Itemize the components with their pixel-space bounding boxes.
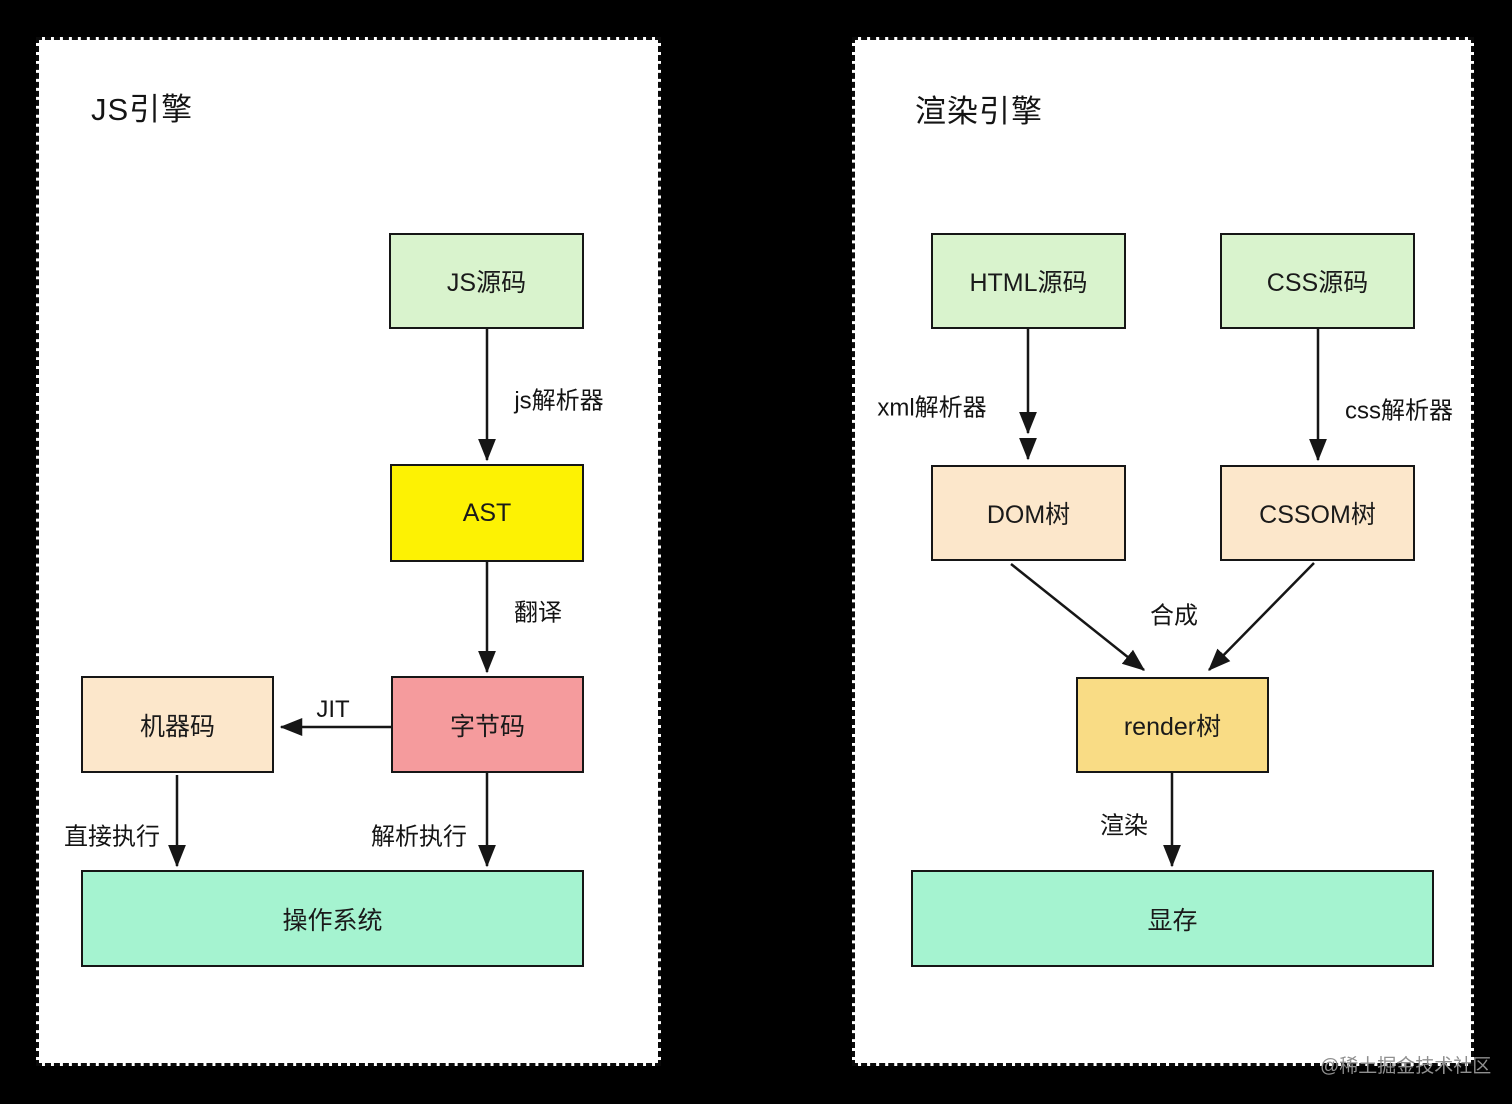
node-render-tree: render树 <box>1076 677 1269 773</box>
edge-label-xml-parser: xml解析器 <box>877 394 987 422</box>
arrow-dom-to-render-tree <box>1010 563 1145 671</box>
edge-label-jit: JIT <box>316 696 350 723</box>
edge-label-css-parser: css解析器 <box>1345 397 1453 425</box>
node-html-source: HTML源码 <box>931 233 1126 329</box>
node-operating-system: 操作系统 <box>81 870 584 967</box>
node-machine-code: 机器码 <box>81 676 274 773</box>
render-engine-title: 渲染引擎 <box>915 94 1043 129</box>
node-video-memory: 显存 <box>911 870 1434 967</box>
edge-label-compose: 合成 <box>1150 602 1198 630</box>
node-js-source: JS源码 <box>389 233 584 329</box>
node-css-source: CSS源码 <box>1220 233 1415 329</box>
node-dom-tree: DOM树 <box>931 465 1126 561</box>
node-bytecode: 字节码 <box>391 676 584 773</box>
node-ast: AST <box>390 464 584 562</box>
edge-label-interpret-execute: 解析执行 <box>371 823 467 851</box>
edge-label-direct-execute: 直接执行 <box>64 823 160 851</box>
arrow-cssom-to-render-tree <box>1208 562 1315 671</box>
edge-label-js-parser: js解析器 <box>514 387 604 415</box>
edge-label-render: 渲染 <box>1100 812 1148 840</box>
render-engine-panel: 渲染引擎 HTML源码 CSS源码 DOM树 CSSOM树 render树 显存… <box>852 37 1474 1066</box>
edge-label-translate: 翻译 <box>514 599 562 627</box>
node-cssom-tree: CSSOM树 <box>1220 465 1415 561</box>
juejin-watermark: @稀土掘金技术社区 <box>1320 1056 1492 1077</box>
js-engine-title: JS引擎 <box>91 92 194 127</box>
js-engine-panel: JS引擎 JS源码 AST 字节码 机器码 操作系统 js解析器 翻译 JIT … <box>36 37 661 1066</box>
